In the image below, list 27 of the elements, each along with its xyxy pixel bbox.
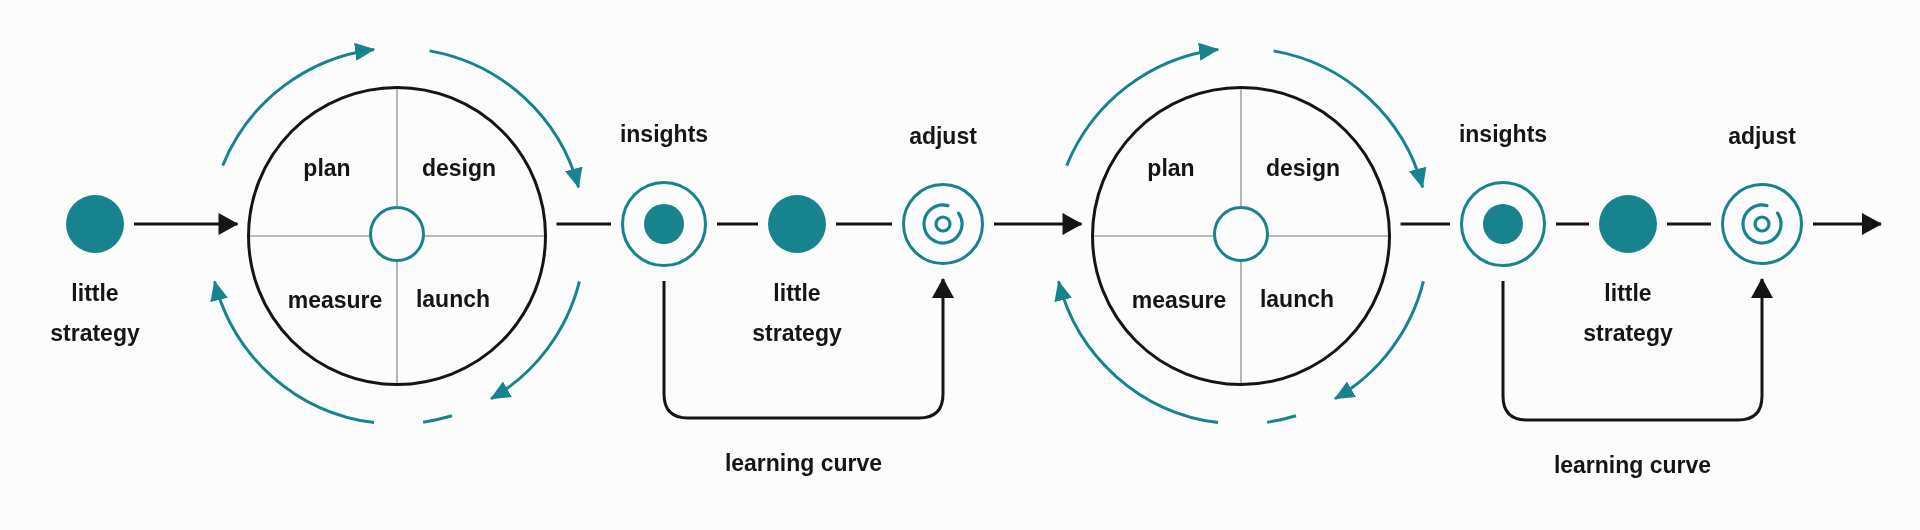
edge-label: learning curve [1553, 451, 1712, 479]
quadrant-label: launch [1259, 285, 1335, 313]
connector-line [556, 222, 611, 226]
quadrant-label: design [1265, 154, 1341, 182]
edge-label: learning curve [724, 449, 883, 477]
connector-line [1667, 222, 1711, 226]
quadrant-label: plan [1147, 154, 1195, 182]
loop-arrow [662, 278, 954, 420]
quadrant-label: launch [415, 285, 491, 313]
loop-arrow [1501, 278, 1773, 422]
connector-line [1400, 222, 1450, 226]
connector-arrow [994, 213, 1083, 235]
node-label: insights [619, 120, 709, 148]
connector-arrow [1813, 213, 1882, 235]
connector-line [836, 222, 892, 226]
quadrant-label: measure [1131, 286, 1227, 314]
quadrant-label: design [421, 154, 497, 182]
quadrant-label: plan [303, 154, 351, 182]
connector-line [717, 222, 758, 226]
node-label: insights [1458, 120, 1548, 148]
node-label: little strategy [751, 279, 843, 348]
node-label: adjust [909, 122, 977, 150]
connector-line [1556, 222, 1589, 226]
quadrant-label: measure [287, 286, 383, 314]
node-label: little strategy [49, 279, 141, 348]
node-label: little strategy [1582, 279, 1674, 348]
node-label: adjust [1728, 122, 1796, 150]
